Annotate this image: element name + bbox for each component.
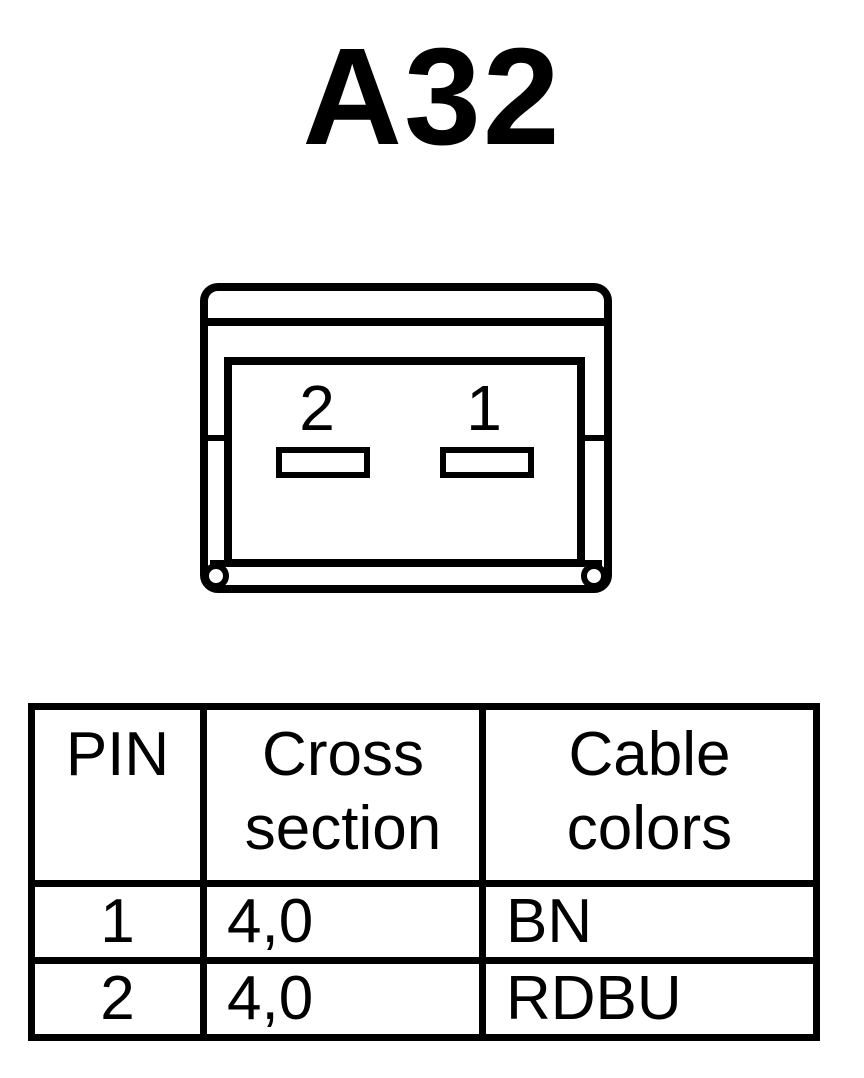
header-cable-colors-line-1: Cable [568,720,731,789]
table-row: 1 4,0 BN [28,880,820,964]
header-cross-section-line-1: Cross [262,720,424,789]
table-row: 2 4,0 RDBU [28,957,820,1041]
table-header-row: PIN Cross section Cable colors [28,703,820,887]
cable-color-cell: RDBU [479,957,820,1041]
header-cable-colors: Cable colors [479,703,820,887]
connector-title: A32 [302,20,562,174]
cable-color-cell: BN [479,880,820,964]
connector-housing-outer [200,283,612,593]
cross-section-cell: 4,0 [200,957,486,1041]
pin-cell: 1 [28,880,207,964]
pin-label-2: 2 [299,372,335,444]
pin-contact-1 [440,447,534,478]
header-pin: PIN [28,703,207,887]
cross-section-cell: 4,0 [200,880,486,964]
header-cable-colors-line-2: colors [566,794,733,863]
pin-cell: 2 [28,957,207,1041]
header-cross-section-line-2: section [244,794,442,863]
connector-diagram: 2 1 [200,283,612,593]
left-mount-hole-icon [203,563,229,589]
right-mount-hole-icon [581,563,607,589]
header-pin-line: PIN [65,720,170,789]
pin-assignment-table: PIN Cross section Cable colors 1 4,0 BN … [28,703,820,1041]
header-cross-section: Cross section [200,703,486,887]
pin-label-1: 1 [466,372,502,444]
pin-contact-2 [276,447,370,478]
